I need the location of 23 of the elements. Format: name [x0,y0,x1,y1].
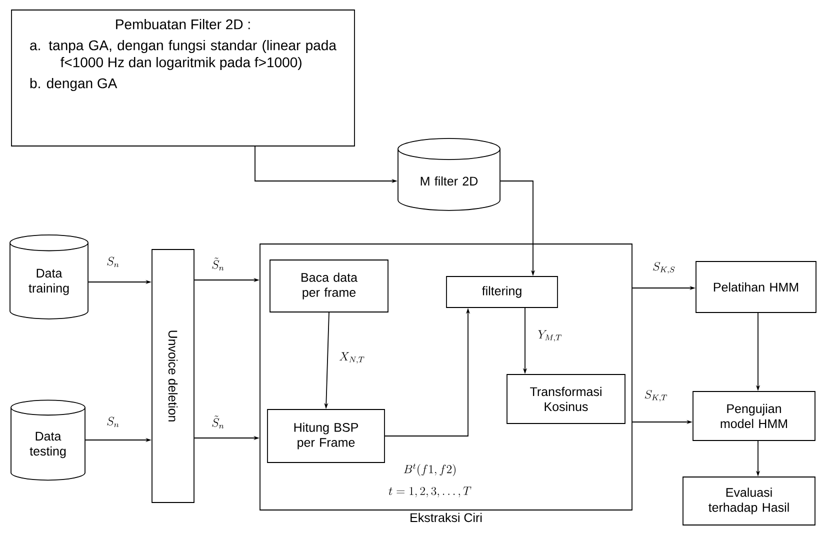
edge-label: $\tilde{S}_{n}$ [210,256,226,272]
note-box: Pembuatan Filter 2D : a. tanpa GA, dengan fungsi standar (linear pada f<1000 Hz dan logaritmik pada f>1000) b. dengan GA [11,10,355,146]
process-box: Pengujian model HMM [692,391,816,441]
edge-label: $Y_{M,T}$ [536,329,564,343]
database-cylinder: M filter 2D [398,138,500,211]
node-label: Ekstraksi Ciri [410,512,482,522]
process-box: Transformasi Kosinus [506,374,626,424]
edge-label: $S_{n}$ [106,256,120,268]
range-label: $t = 1,2,3,\ldots,T$ [388,486,472,498]
process-box: Baca data per frame [270,260,388,312]
process-box: Evaluasi terhadap Hasil [682,476,816,526]
process-box: Hitung BSP per Frame [267,409,385,463]
edge-label: $B^{t}(f1,f2)$ [402,462,458,478]
database-cylinder: Data training [10,234,88,320]
process-box: Pelatihan HMM [696,261,816,313]
edge-label: $\tilde{S}_{n}$ [210,414,226,430]
edge-label: $S_{n}$ [106,416,120,428]
edge-label: $S_{K,T}$ [643,389,669,403]
database-cylinder: Data testing [10,400,86,481]
process-box: Unvoice deletion [152,249,194,503]
edge-label: $X_{N,T}$ [338,351,366,365]
edge-label: $S_{K,S}$ [652,261,676,275]
process-box: filtering [446,276,558,308]
